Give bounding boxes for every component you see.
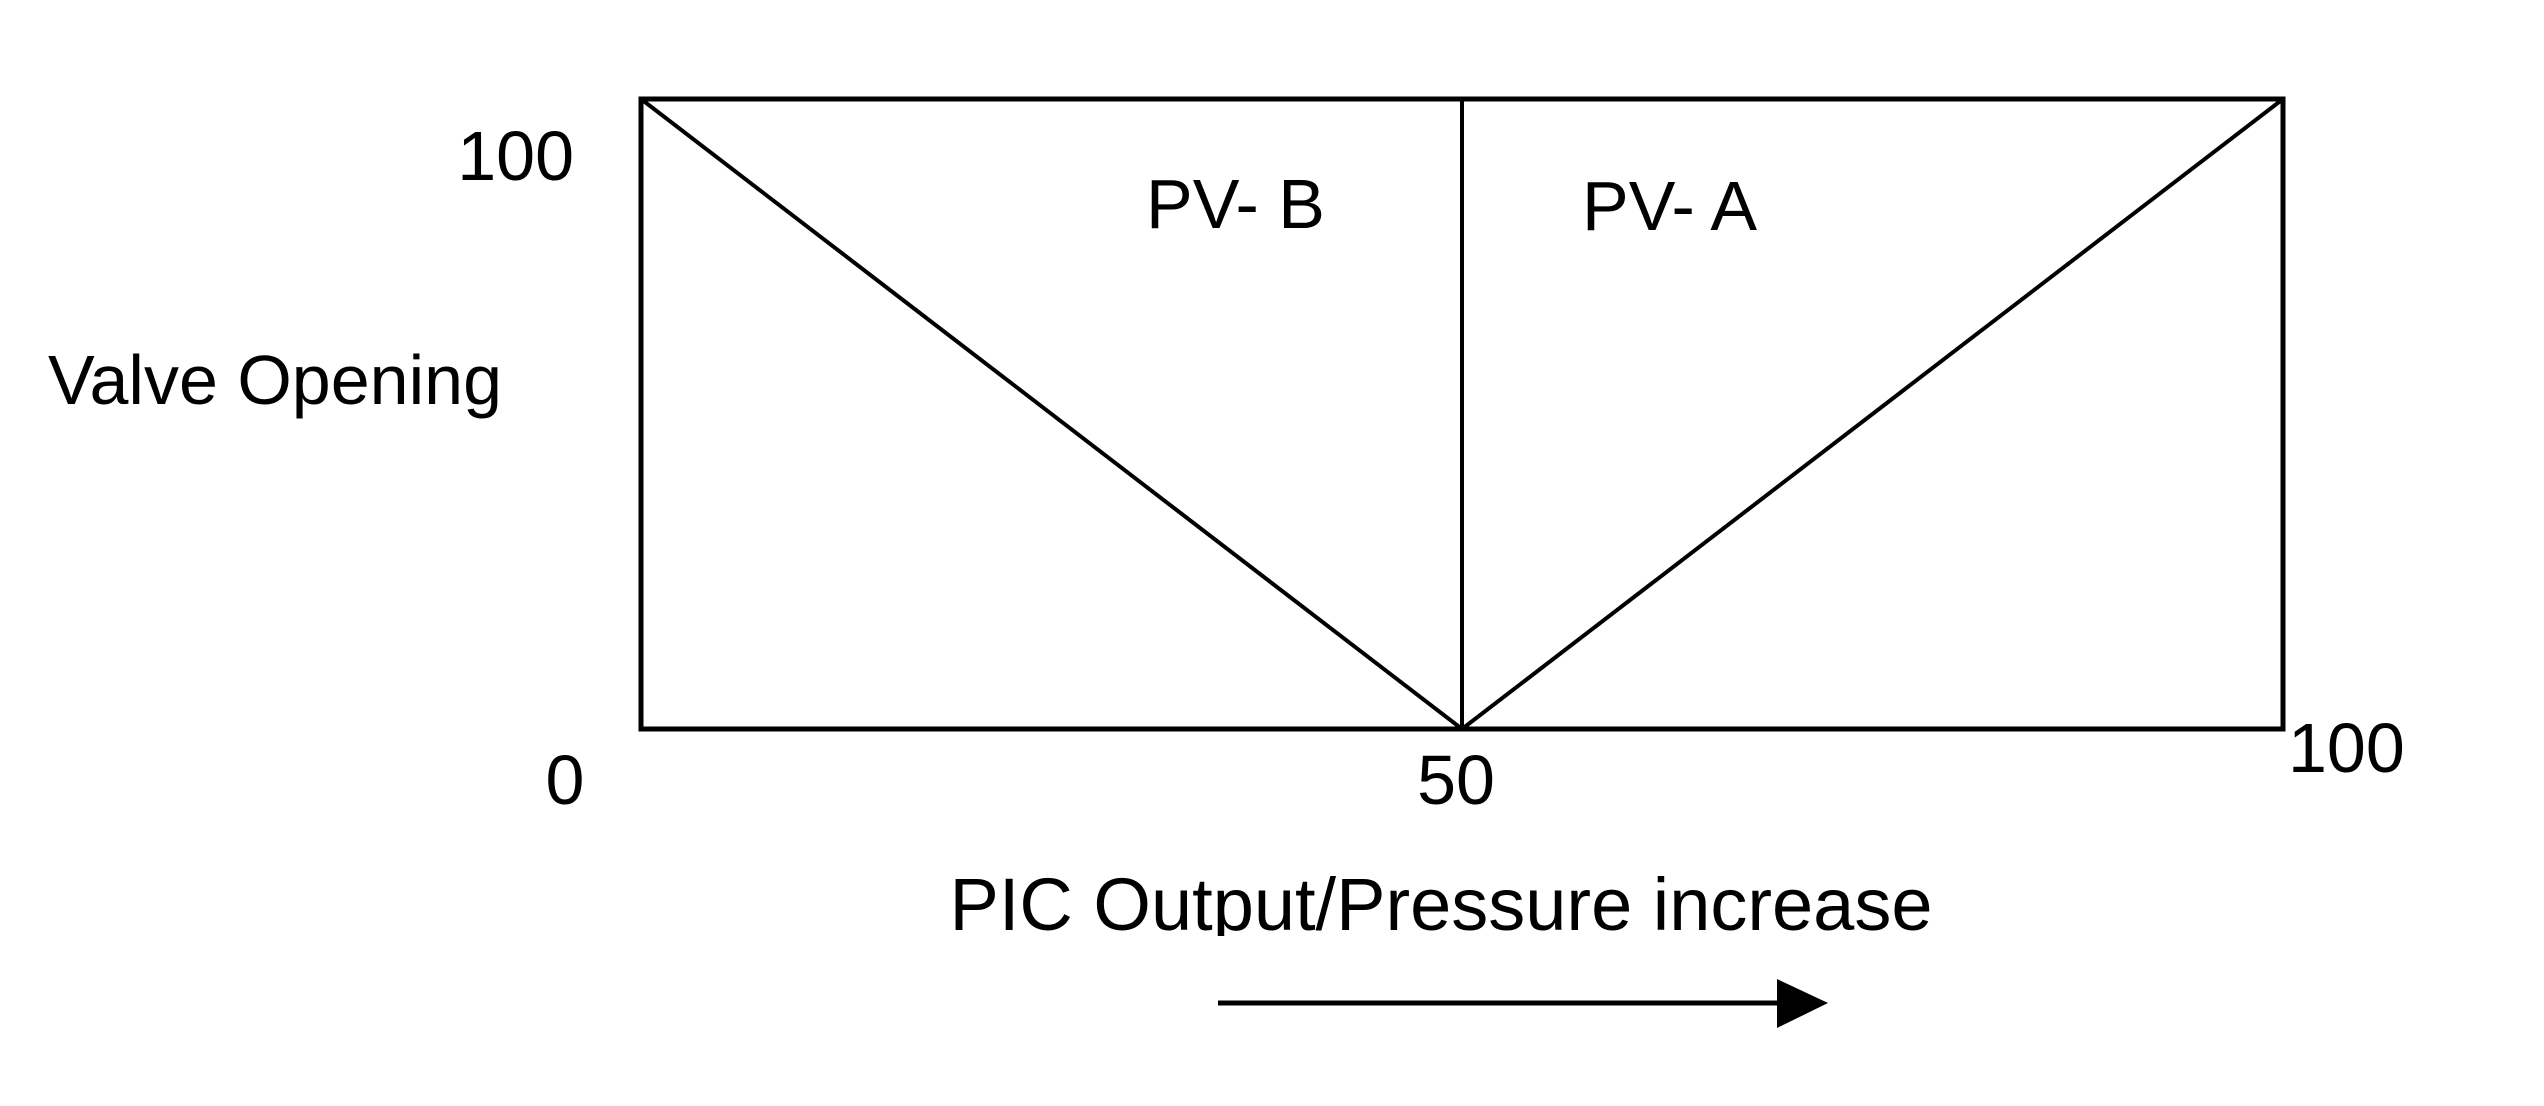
series-label-pv-b: PV- B (1146, 165, 1325, 243)
y-tick-100: 100 (457, 117, 574, 195)
y-axis-label: Valve Opening (48, 341, 502, 419)
series-label-pv-a: PV- A (1582, 167, 1757, 245)
x-axis-label: PIC Output/Pressure increase (950, 863, 1933, 946)
x-tick-50: 50 (1417, 741, 1495, 819)
series-line-pvb (639, 97, 1464, 731)
x-tick-100: 100 (2288, 709, 2405, 787)
direction-arrow-icon (1218, 979, 1828, 1028)
x-tick-0: 0 (546, 741, 585, 819)
series-line-pva (1460, 97, 2285, 731)
